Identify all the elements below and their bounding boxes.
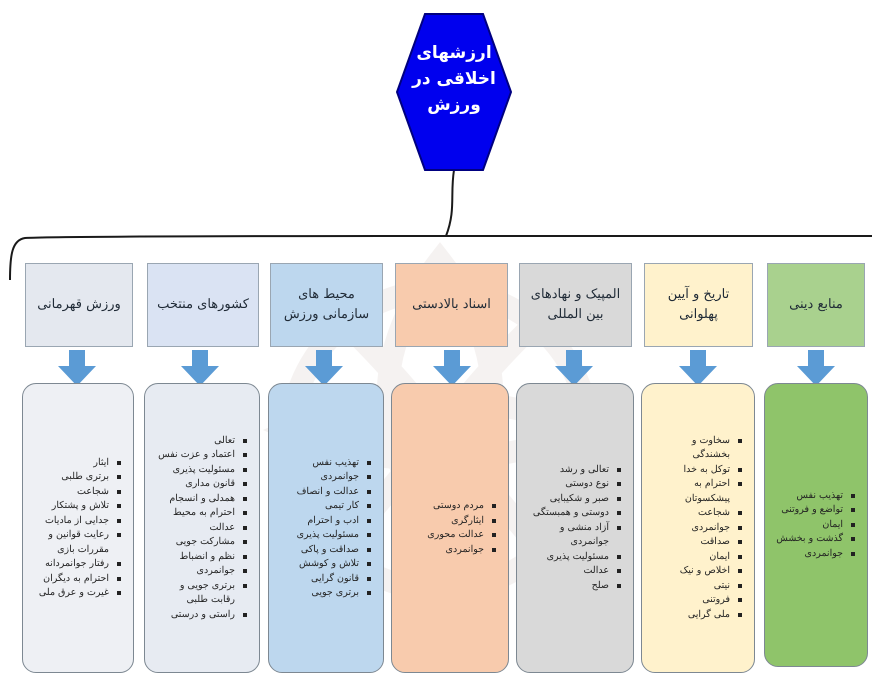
- list-item: نیتی: [652, 579, 742, 594]
- list-item: جوانمردی: [402, 543, 496, 558]
- title-hexagon: [395, 13, 513, 171]
- list-item: مشارکت جویی: [155, 535, 247, 550]
- list-item: نظم و انضباط: [155, 550, 247, 565]
- list-item: اعتماد و عزت نفس: [155, 448, 247, 463]
- list-item: جدایی از مادیات: [33, 514, 121, 529]
- list-item: گذشت و بخشش: [775, 532, 855, 547]
- arrow-down-icon: [679, 350, 717, 386]
- list-item: همدلی و انسجام: [155, 492, 247, 507]
- list-item: دوستی و همبستگی: [527, 506, 621, 521]
- list-item: ملی گرایی: [652, 608, 742, 623]
- list-item: راستی و درستی: [155, 608, 247, 623]
- list-item: ایثارگری: [402, 514, 496, 529]
- list-upstream-documents: مردم دوستی ایثارگری عدالت محوری جوانمردی: [391, 383, 509, 673]
- list-item: آزاد منشی و جوانمردی: [527, 521, 621, 550]
- list-item: احترام به پیشکسوتان: [652, 477, 742, 506]
- diagram-title: ارزشهای اخلاقی در ورزش: [395, 40, 513, 118]
- list-item: غیرت و عرق ملی: [33, 586, 121, 601]
- list-item: توکل به خدا: [652, 463, 742, 478]
- list-item: تلاش و پشتکار: [33, 499, 121, 514]
- arrow-down-icon: [797, 350, 835, 386]
- list-item: شجاعت: [652, 506, 742, 521]
- list-item: تهذیب نفس: [279, 456, 371, 471]
- list-item: جوانمردی: [155, 564, 247, 579]
- list-item: سخاوت و بخشندگی: [652, 434, 742, 463]
- list-history-pahlavani: سخاوت و بخشندگی توکل به خدا احترام به پی…: [641, 383, 755, 673]
- header-history-pahlavani: تاریخ و آیین پهلوانی: [644, 263, 753, 347]
- list-item: عدالت: [527, 564, 621, 579]
- list-item: جوانمردی: [279, 470, 371, 485]
- arrow-down-icon: [58, 350, 96, 386]
- list-item: مسئولیت پذیری: [155, 463, 247, 478]
- header-upstream-documents: اسناد بالادستی: [395, 263, 508, 347]
- list-item: تواضع و فروتنی: [775, 503, 855, 518]
- connector-bracket: [9, 169, 872, 281]
- list-item: ادب و احترام: [279, 514, 371, 529]
- list-item: عدالت: [155, 521, 247, 536]
- header-religious-sources: منابع دینی: [767, 263, 865, 347]
- list-item: احترام به محیط: [155, 506, 247, 521]
- title-line-1: ارزشهای: [416, 43, 492, 63]
- list-item: شجاعت: [33, 485, 121, 500]
- arrow-down-icon: [305, 350, 343, 386]
- list-item: برتری جویی: [279, 586, 371, 601]
- list-item: عدالت محوری: [402, 528, 496, 543]
- list-item: تهذیب نفس: [775, 489, 855, 504]
- list-item: ایمان: [775, 518, 855, 533]
- list-item: فروتنی: [652, 593, 742, 608]
- list-item: اخلاص و نیک: [652, 564, 742, 579]
- list-item: کار تیمی: [279, 499, 371, 514]
- list-olympic-international: تعالی و رشد نوع دوستی صبر و شکیبایی دوست…: [516, 383, 634, 673]
- title-line-2: اخلاقی در: [412, 69, 496, 89]
- list-item: تعالی و رشد: [527, 463, 621, 478]
- list-item: تعالی: [155, 434, 247, 449]
- list-item: ایمان: [652, 550, 742, 565]
- arrow-down-icon: [433, 350, 471, 386]
- list-item: جوانمردی: [652, 521, 742, 536]
- list-championship-sport: ایثار برتری طلبی شجاعت تلاش و پشتکار جدا…: [22, 383, 134, 673]
- list-item: مردم دوستی: [402, 499, 496, 514]
- list-item: رعایت قوانین و مقررات بازی: [33, 528, 121, 557]
- header-selected-countries: کشورهای منتخب: [147, 263, 259, 347]
- list-item: نوع دوستی: [527, 477, 621, 492]
- arrow-down-icon: [555, 350, 593, 386]
- list-item: صداقت و پاکی: [279, 543, 371, 558]
- list-item: قانون مداری: [155, 477, 247, 492]
- list-item: مسئولیت پذیری: [527, 550, 621, 565]
- list-item: صلح: [527, 579, 621, 594]
- list-item: عدالت و انصاف: [279, 485, 371, 500]
- list-item: ایثار: [33, 456, 121, 471]
- list-item: برتری طلبی: [33, 470, 121, 485]
- header-olympic-international: المپیک و نهادهای بین المللی: [519, 263, 632, 347]
- title-line-3: ورزش: [427, 95, 481, 115]
- list-item: احترام به دیگران: [33, 572, 121, 587]
- list-selected-countries: تعالی اعتماد و عزت نفس مسئولیت پذیری قان…: [144, 383, 260, 673]
- list-item: صداقت: [652, 535, 742, 550]
- list-item: برتری جویی و رقابت طلبی: [155, 579, 247, 608]
- header-organizational-environments: محیط های سازمانی ورزش: [270, 263, 383, 347]
- list-item: تلاش و کوشش: [279, 557, 371, 572]
- list-item: جوانمردی: [775, 547, 855, 562]
- list-organizational-environments: تهذیب نفس جوانمردی عدالت و انصاف کار تیم…: [268, 383, 384, 673]
- list-item: رفتار جوانمردانه: [33, 557, 121, 572]
- list-item: مسئولیت پذیری: [279, 528, 371, 543]
- list-item: قانون گرایی: [279, 572, 371, 587]
- header-championship-sport: ورزش قهرمانی: [25, 263, 133, 347]
- list-religious-sources: تهذیب نفس تواضع و فروتنی ایمان گذشت و بخ…: [764, 383, 868, 667]
- list-item: صبر و شکیبایی: [527, 492, 621, 507]
- arrow-down-icon: [181, 350, 219, 386]
